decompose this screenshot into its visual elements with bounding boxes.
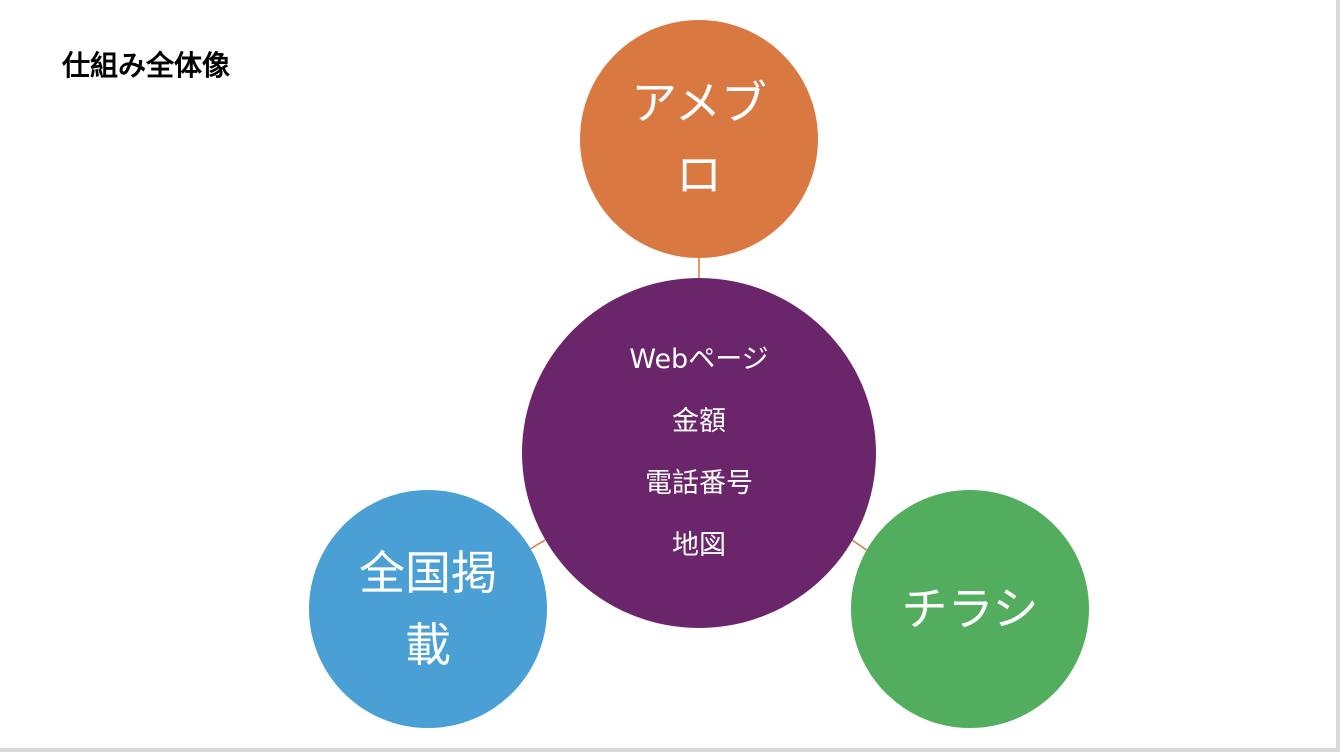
center-list: Webページ 金額 電話番号 地図 — [629, 329, 768, 577]
center-item-webpage: Webページ — [629, 344, 769, 375]
node-flyer: チラシ — [851, 490, 1089, 728]
node-nationwide-listing-label: 全国掲載 — [359, 546, 497, 672]
center-item-price: 金額 — [671, 406, 726, 437]
node-ameblo: アメブロ — [580, 20, 818, 258]
connector-right — [851, 539, 869, 552]
page-title: 仕組み全体像 — [62, 49, 231, 82]
center-item-phone: 電話番号 — [644, 468, 753, 499]
node-ameblo-label: アメブロ — [631, 76, 767, 202]
node-nationwide-listing: 全国掲載 — [309, 490, 547, 728]
center-item-map: 地図 — [671, 530, 726, 561]
node-center: Webページ 金額 電話番号 地図 — [522, 278, 876, 628]
node-flyer-label: チラシ — [901, 582, 1039, 636]
